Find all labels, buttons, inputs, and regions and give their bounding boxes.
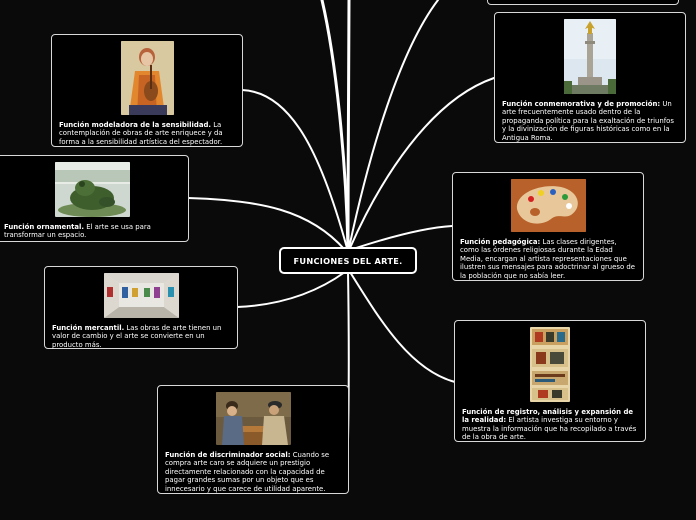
connector-mercantil <box>236 271 346 308</box>
connector-modeladora <box>241 89 348 249</box>
node-discriminador-text: Función de discriminador social: Cuando … <box>165 451 341 493</box>
node-modeladora[interactable]: Función modeladora de la sensibilidad. L… <box>51 34 243 147</box>
node-conmemorativa-body: Un arte frecuentemente usado dentro de l… <box>502 100 674 142</box>
node-pedagogica-text: Función pedagógica: Las clases dirigente… <box>460 238 636 280</box>
node-ornamental-body: El arte se usa para transformar un espac… <box>4 223 151 240</box>
node-conmemorativa-text: Función conmemorativa y de promoción: Un… <box>502 100 678 142</box>
palette-image <box>510 179 586 232</box>
node-modeladora-text: Función modeladora de la sensibilidad. L… <box>59 121 235 146</box>
violin-painting-image <box>120 41 174 115</box>
central-topic-label: FUNCIONES DEL ARTE. <box>293 255 403 266</box>
node-pedagogica-title: Función pedagógica: <box>460 238 541 246</box>
partial-top-node[interactable] <box>487 0 679 5</box>
node-discriminador-title: Función de discriminador social: <box>165 451 291 459</box>
node-conmemorativa-title: Función conmemorativa y de promoción: <box>502 100 661 108</box>
node-mercantil[interactable]: Función mercantil. Las obras de arte tie… <box>44 266 238 349</box>
card-players-painting-image <box>215 392 291 445</box>
frog-topiary-image <box>55 162 130 217</box>
node-modeladora-title: Función modeladora de la sensibilidad. <box>59 121 212 129</box>
node-modeladora-body: La contemplación de obras de arte enriqu… <box>59 121 223 146</box>
node-ornamental[interactable]: Función ornamental. El arte se usa para … <box>0 155 189 242</box>
node-discriminador[interactable]: Función de discriminador social: Cuando … <box>157 385 349 494</box>
node-mercantil-body: Las obras de arte tienen un valor de cam… <box>52 324 222 349</box>
node-pedagogica[interactable]: Función pedagógica: Las clases dirigente… <box>452 172 644 281</box>
node-registro-title: Función de registro, análisis y expansió… <box>462 408 634 425</box>
node-registro-text: Función de registro, análisis y expansió… <box>462 408 638 442</box>
connector-top-3 <box>348 0 439 249</box>
node-ornamental-title: Función ornamental. <box>4 223 85 231</box>
node-registro[interactable]: Función de registro, análisis y expansió… <box>454 320 646 442</box>
node-conmemorativa[interactable]: Función conmemorativa y de promoción: Un… <box>494 12 686 143</box>
node-mercantil-text: Función mercantil. Las obras de arte tie… <box>52 324 230 349</box>
connector-top-2 <box>346 0 351 250</box>
codex-image <box>530 327 570 402</box>
connector-pedagogica <box>349 225 453 251</box>
node-ornamental-text: Función ornamental. El arte se usa para … <box>4 223 181 240</box>
gallery-image <box>103 273 179 318</box>
monument-column-image <box>564 19 616 94</box>
connector-conmemorativa <box>349 77 495 249</box>
node-registro-body: El artista investiga su entorno y muestr… <box>462 416 637 442</box>
connector-ornamental <box>187 197 346 251</box>
node-discriminador-body: Cuando se compra arte caro se adquiere u… <box>165 451 330 493</box>
node-pedagogica-body: Las clases dirigentes, como las órdenes … <box>460 238 636 280</box>
central-topic[interactable]: FUNCIONES DEL ARTE. <box>279 247 417 274</box>
connector-registro <box>349 271 456 383</box>
node-mercantil-title: Función mercantil. <box>52 324 125 332</box>
